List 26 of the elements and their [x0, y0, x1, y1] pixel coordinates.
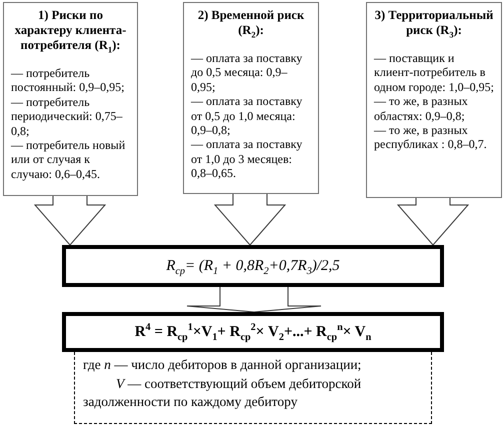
block-arrow [214, 193, 286, 246]
formula-box [62, 312, 444, 352]
list-item: — поставщик и клиент-потребитель в одном городе: 1,0–0,95; [374, 51, 494, 94]
note-text: V — соответствующий объем дебиторской задолженности по каждому дебитору [83, 374, 362, 411]
list-item: — то же, в разных республиках : 0,8–0,7. [374, 123, 488, 152]
list-item: — оплата за поставку от 1,0 до 3 месяцев: 0,8–0,65. [191, 137, 304, 181]
list-item: — потребитель новый или от случая к случаю: 0,6–0,45. [11, 138, 126, 182]
list-item: — потребитель периодический: 0,75–0,8; [11, 94, 124, 138]
box-heading: 2) Временной риск (R$_{2}$): [196, 8, 306, 38]
formula: R$_{ср}$= (R$_{1}$ + 0,8R$_{2}$+0,7R$_{3}$)/2,5 [166, 257, 340, 275]
risk-factor-box [3, 2, 138, 196]
formula: R$^{4}$ = R$_{ср}$$^{1}$×V$_{1}$+ R$_{ср}$$^{2}$× V$_{2}$+...+ R$_{ср}$$^{n}$× V$_{n}$ [134, 323, 372, 341]
box-heading: 3) Территориальный риск (R$_{3}$): [374, 8, 494, 38]
formula-box [62, 245, 444, 287]
list-item: — оплата за поставку до 0,5 месяца: 0,9–0,95; [191, 51, 304, 94]
list-item: — оплата за поставку от 0,5 до 1,0 месяца: 0,9–0,8; [191, 94, 304, 138]
list-item: — то же, в разных областях: 0,9–0,8; [374, 94, 469, 124]
box-heading: 1) Риски по характеру клиента-потребителя (R$_{1}$): [14, 8, 128, 53]
risk-factor-box [183, 2, 319, 194]
note-text: где n — число дебиторов в данной организации; [83, 356, 362, 374]
block-arrow [34, 195, 106, 246]
list-item: — потребитель постоянный: 0,9–0,95; [11, 66, 126, 95]
block-arrow [396, 197, 470, 246]
note-box [74, 352, 432, 424]
risk-factor-box [366, 2, 502, 198]
block-arrow [186, 286, 322, 312]
